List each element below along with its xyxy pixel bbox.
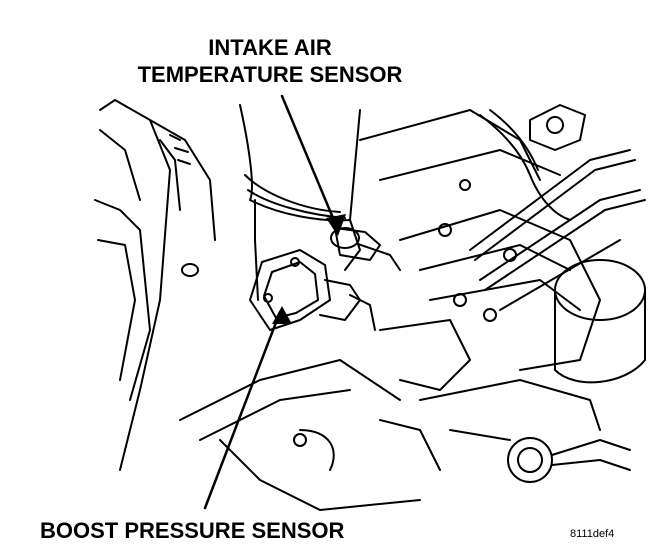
intake-manifold xyxy=(359,109,601,391)
fuel-lines xyxy=(469,149,646,311)
iat-label-line2: TEMPERATURE SENSOR xyxy=(137,62,403,87)
iat-leader-line xyxy=(280,94,340,232)
intake-air-duct xyxy=(239,104,361,301)
lower-right-fitting xyxy=(419,379,631,483)
left-body-panel xyxy=(94,99,216,471)
boost-pressure-sensor xyxy=(249,249,376,331)
lower-harness xyxy=(179,359,441,511)
iat-label-line1: INTAKE AIR xyxy=(208,35,332,60)
intake-air-temperature-sensor xyxy=(330,227,401,271)
boost-leader-line xyxy=(203,310,282,510)
figure-code: 8111def4 xyxy=(570,528,615,540)
boost-arrowhead xyxy=(272,306,292,324)
right-canister xyxy=(554,259,646,384)
intake-air-temperature-sensor-label: INTAKE AIR TEMPERATURE SENSOR xyxy=(110,34,430,88)
iat-arrowhead xyxy=(326,214,346,236)
sensor-connector-top-right xyxy=(479,104,586,221)
boost-pressure-sensor-label: BOOST PRESSURE SENSOR xyxy=(40,518,345,543)
